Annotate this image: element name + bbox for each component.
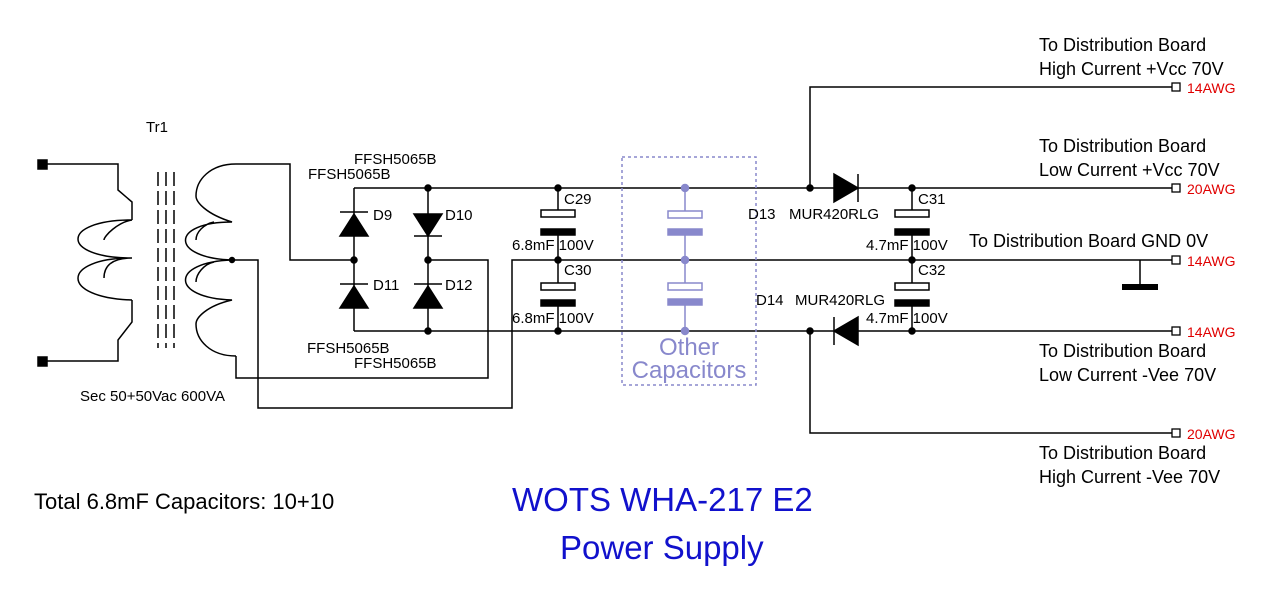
other-capacitors bbox=[621, 156, 757, 386]
diode-d14 bbox=[832, 315, 859, 347]
terminal-lc-vcc bbox=[1171, 183, 1181, 193]
output-hc-vee-awg: 20AWG bbox=[1187, 426, 1236, 442]
transformer-ref-label: Tr1 bbox=[146, 119, 168, 136]
c31-label: C31 bbox=[918, 191, 946, 208]
output-hc-vcc-line1: To Distribution Board bbox=[1039, 35, 1207, 55]
c29-body bbox=[540, 209, 576, 218]
diode-d11 bbox=[338, 284, 370, 309]
output-gnd-awg: 14AWG bbox=[1187, 253, 1236, 269]
high-current-vcc-wire bbox=[809, 86, 1172, 188]
primary-terminal-top bbox=[37, 159, 48, 170]
bridge-part-label-3: FFSH5065B bbox=[307, 340, 390, 357]
d14-label: D14 bbox=[756, 292, 784, 309]
c31-value-label: 4.7mF 100V bbox=[866, 237, 948, 254]
c29-label: C29 bbox=[564, 191, 592, 208]
d11-label: D11 bbox=[373, 277, 400, 294]
other-capacitors-label-1: Other bbox=[658, 334, 720, 361]
output-gnd-line1: To Distribution Board GND 0V bbox=[969, 231, 1209, 251]
bridge-part-label-4: FFSH5065B bbox=[354, 355, 437, 372]
terminal-hc-vee bbox=[1171, 428, 1181, 438]
transformer-spec-label: Sec 50+50Vac 600VA bbox=[80, 388, 225, 405]
primary-wire-bottom bbox=[47, 300, 133, 362]
c32-body bbox=[894, 282, 930, 291]
diode-d9 bbox=[338, 212, 370, 237]
output-diodes bbox=[806, 172, 860, 347]
primary-wire-top bbox=[47, 163, 133, 220]
title-line-1: WOTS WHA-217 E2 bbox=[512, 481, 813, 518]
total-capacitors-note: Total 6.8mF Capacitors: 10+10 bbox=[34, 489, 335, 514]
d14-part-label: MUR420RLG bbox=[795, 292, 886, 309]
d13-label: D13 bbox=[748, 206, 776, 223]
output-hc-vee-line2: High Current -Vee 70V bbox=[1039, 467, 1221, 487]
output-lc-vee-line1: To Distribution Board bbox=[1039, 341, 1207, 361]
high-current-vee-wire bbox=[809, 331, 1172, 434]
output-lc-vee-line2: Low Current -Vee 70V bbox=[1039, 365, 1217, 385]
bridge-part-label-1: FFSH5065B bbox=[354, 151, 437, 168]
title-line-2: Power Supply bbox=[560, 529, 764, 566]
c29-value-label: 6.8mF 100V bbox=[512, 237, 594, 254]
output-lc-vcc-line2: Low Current +Vcc 70V bbox=[1039, 160, 1220, 180]
c30-label: C30 bbox=[564, 262, 592, 279]
d13-part-label: MUR420RLG bbox=[789, 206, 880, 223]
secondary-lead-bottom bbox=[235, 259, 489, 379]
other-capacitors-label-2: Capacitors bbox=[631, 357, 747, 384]
bridge-part-label-2: FFSH5065B bbox=[308, 166, 391, 183]
diode-d10 bbox=[412, 213, 444, 238]
bridge-rectifier bbox=[338, 184, 444, 335]
capacitors-output bbox=[894, 184, 930, 335]
c32-label: C32 bbox=[918, 262, 946, 279]
c31-body bbox=[894, 209, 930, 218]
terminal-hc-vcc bbox=[1171, 82, 1181, 92]
output-lc-vcc-line1: To Distribution Board bbox=[1039, 136, 1207, 156]
primary-terminal-bottom bbox=[37, 356, 48, 367]
ground-symbol bbox=[1122, 284, 1158, 290]
center-tap-node bbox=[228, 256, 236, 264]
output-hc-vee-line1: To Distribution Board bbox=[1039, 443, 1207, 463]
secondary-winding bbox=[185, 163, 237, 357]
secondary-lead-top bbox=[236, 163, 354, 261]
d10-label: D10 bbox=[445, 207, 473, 224]
terminal-gnd bbox=[1171, 255, 1181, 265]
transformer-tr1 bbox=[37, 159, 558, 409]
primary-winding bbox=[77, 219, 133, 301]
c32-value-label: 4.7mF 100V bbox=[866, 310, 948, 327]
output-hc-vcc-awg: 14AWG bbox=[1187, 80, 1236, 96]
diode-d12 bbox=[412, 284, 444, 309]
output-lc-vee-awg: 14AWG bbox=[1187, 324, 1236, 340]
capacitors-main bbox=[540, 184, 576, 335]
c30-value-label: 6.8mF 100V bbox=[512, 310, 594, 327]
output-terminals bbox=[1171, 82, 1181, 438]
output-lc-vcc-awg: 20AWG bbox=[1187, 181, 1236, 197]
secondary-lead-center bbox=[232, 259, 558, 409]
d9-label: D9 bbox=[373, 207, 393, 224]
terminal-lc-vee bbox=[1171, 326, 1181, 336]
c30-body bbox=[540, 282, 576, 291]
d12-label: D12 bbox=[445, 277, 473, 294]
output-hc-vcc-line2: High Current +Vcc 70V bbox=[1039, 59, 1224, 79]
diode-d13 bbox=[833, 172, 860, 204]
transformer-core bbox=[157, 172, 175, 348]
